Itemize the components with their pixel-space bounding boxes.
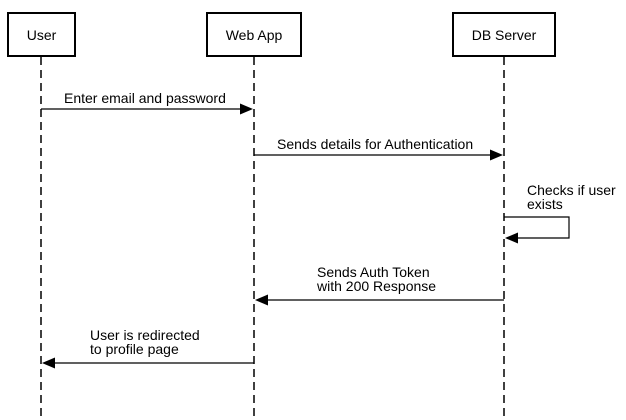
message-2-label: Sends details for Authentication — [277, 136, 474, 152]
message-3-arrow-head — [505, 232, 518, 244]
actor-user: User — [7, 12, 76, 57]
message-5-label: User is redirected to profile page — [90, 327, 200, 357]
message-3-arrow-line — [504, 216, 570, 239]
message-1-arrow-head — [240, 103, 253, 115]
message-4-arrow-head — [255, 294, 268, 306]
message-3-label: Checks if user exists — [527, 182, 616, 212]
message-5-arrow-head — [42, 357, 55, 369]
message-2-arrow-head — [490, 149, 503, 161]
actor-web-app-label: Web App — [225, 26, 283, 43]
actor-db-server-label: DB Server — [471, 26, 537, 43]
actor-web-app: Web App — [206, 12, 302, 57]
actor-user-label: User — [26, 26, 57, 43]
message-4-label: Sends Auth Token with 200 Response — [317, 264, 437, 294]
actor-db-server: DB Server — [452, 12, 556, 57]
message-1-label: Enter email and password — [64, 90, 226, 106]
